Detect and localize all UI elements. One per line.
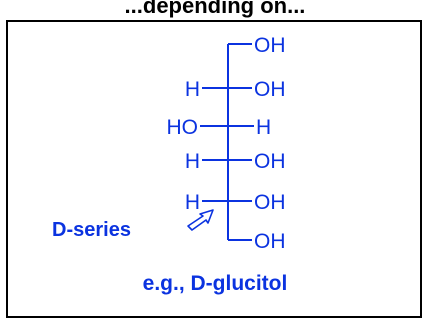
row-4-right: OH — [254, 191, 286, 214]
hollow-arrow-icon — [187, 209, 214, 231]
row-1-right: OH — [254, 78, 286, 101]
example-label: e.g., D-glucitol — [142, 272, 288, 295]
top-group: OH — [254, 34, 286, 57]
row-1-left: H — [185, 78, 200, 101]
row-3-left: H — [185, 150, 200, 173]
row-2-left: HO — [167, 116, 199, 139]
fischer-bonds — [200, 43, 254, 241]
fischer-labels: OH H OH HO H H OH H OH OH — [167, 34, 286, 253]
bottom-group: OH — [254, 230, 286, 253]
row-4-left: H — [185, 191, 200, 214]
cropped-heading: ...depending on... — [124, 0, 306, 18]
diagram-frame — [6, 20, 422, 318]
row-2-right: H — [256, 116, 271, 139]
series-label: D-series — [52, 219, 131, 241]
row-3-right: OH — [254, 150, 286, 173]
